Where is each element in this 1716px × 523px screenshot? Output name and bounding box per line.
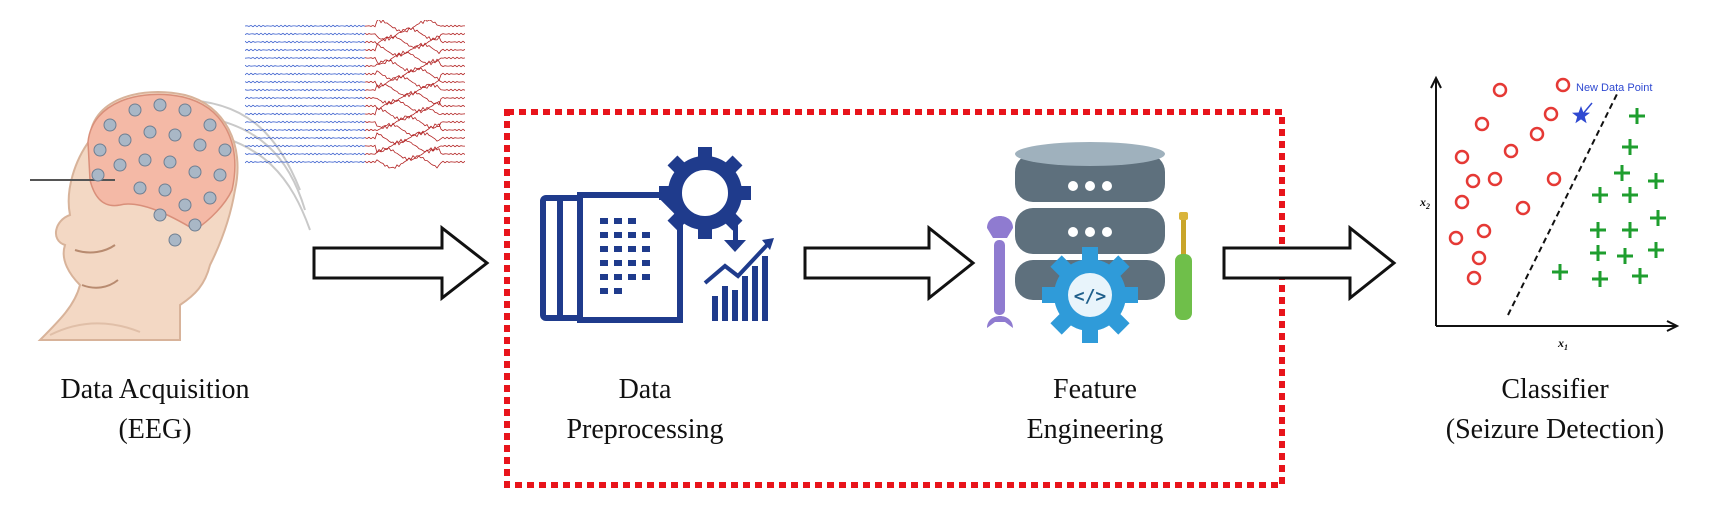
- class-a-marker: [1543, 106, 1559, 122]
- class-b-marker: [1629, 108, 1645, 124]
- class-b-marker: [1614, 165, 1630, 181]
- electrode-dots: [91, 98, 232, 247]
- class-a-marker: [1529, 126, 1545, 142]
- y-axis-label: x2: [1419, 195, 1430, 211]
- eeg-trace: [365, 122, 465, 138]
- eeg-trace: [245, 32, 365, 36]
- arrow-acquisition-to-preprocessing: [312, 224, 490, 302]
- eeg-trace: [365, 74, 465, 89]
- stage-label-line1: Data: [618, 374, 672, 405]
- eeg-trace: [245, 144, 365, 148]
- feature-engineering-icon: </>: [987, 142, 1192, 343]
- eeg-trace: [245, 104, 365, 108]
- x-axis-label: x1: [1557, 336, 1568, 352]
- eeg-trace: [245, 112, 365, 116]
- decision-boundary: [1507, 91, 1619, 316]
- class-b-marker: [1590, 245, 1606, 261]
- stage-label-line1: Classifier: [1501, 374, 1609, 405]
- eeg-trace: [365, 34, 465, 50]
- eeg-trace: [245, 80, 365, 84]
- class-b-marker: [1622, 222, 1638, 238]
- stage-label-acquisition: Data Acquisition (EEG): [20, 370, 290, 450]
- eeg-trace: [245, 64, 365, 68]
- class-b-marker: [1632, 268, 1648, 284]
- eeg-trace: [365, 130, 465, 146]
- arrow-feature-to-classifier: [1222, 224, 1397, 302]
- classifier-scatter-plot: New Data Point x1 x2: [1419, 75, 1680, 352]
- stage-label-line2: Engineering: [1026, 414, 1164, 445]
- eeg-trace: [245, 88, 365, 92]
- stage-label-line2: (Seizure Detection): [1445, 414, 1665, 445]
- stage-label-classifier: Classifier (Seizure Detection): [1410, 370, 1700, 450]
- class-b-marker: [1592, 187, 1608, 203]
- eeg-trace: [365, 106, 465, 121]
- stage-label-preprocessing: Data Preprocessing: [520, 370, 770, 450]
- database-icon: [1015, 142, 1165, 300]
- class-a-marker: [1466, 270, 1482, 286]
- stage-label-line2: (EEG): [118, 414, 192, 445]
- class-a-marker: [1487, 171, 1503, 187]
- new-data-point-label: New Data Point: [1576, 82, 1652, 94]
- data-preprocessing-icon: [540, 147, 774, 323]
- class-a-marker: [1555, 77, 1571, 93]
- stage-label-line1: Feature: [1053, 374, 1137, 405]
- new-data-point-star: [1572, 106, 1590, 124]
- class-b-marker: [1648, 173, 1664, 189]
- eeg-trace: [365, 58, 465, 74]
- eeg-trace: [365, 146, 465, 162]
- eeg-trace: [365, 20, 465, 33]
- eeg-trace: [365, 115, 465, 130]
- eeg-trace: [245, 152, 365, 156]
- eeg-trace: [245, 56, 365, 60]
- screwdriver-icon: [1175, 212, 1192, 320]
- class-b-marker: [1622, 187, 1638, 203]
- eeg-trace: [245, 128, 365, 132]
- eeg-trace: [365, 27, 465, 42]
- eeg-trace: [365, 42, 465, 58]
- class-a-marker: [1471, 250, 1487, 266]
- stage-label-feature: Feature Engineering: [980, 370, 1210, 450]
- class-b-marker: [1592, 271, 1608, 287]
- class-a-marker: [1476, 223, 1492, 239]
- eeg-trace: [245, 48, 365, 52]
- class-b-marker: [1648, 242, 1664, 258]
- eeg-signals: [245, 20, 465, 169]
- class-a-marker: [1546, 171, 1562, 187]
- arrow-preprocessing-to-feature: [803, 224, 976, 302]
- eeg-trace: [365, 82, 465, 98]
- class-a-marker: [1474, 116, 1490, 132]
- stage-label-line2: Preprocessing: [566, 414, 724, 445]
- wrench-icon: [987, 216, 1013, 328]
- eeg-trace: [245, 24, 365, 28]
- class-b-marker: [1552, 264, 1568, 280]
- eeg-trace: [365, 90, 465, 106]
- eeg-trace: [365, 67, 465, 82]
- eeg-trace: [365, 138, 465, 154]
- class-a-marker: [1503, 143, 1519, 159]
- class-b-marker: [1617, 248, 1633, 264]
- class-b-marker: [1622, 139, 1638, 155]
- class-a-marker: [1492, 82, 1508, 98]
- eeg-trace: [365, 155, 465, 169]
- code-gear-icon: </>: [1042, 247, 1138, 343]
- eeg-head-illustration: [30, 91, 311, 341]
- class-b-marker: [1590, 222, 1606, 238]
- class-a-marker: [1454, 149, 1470, 165]
- eeg-trace: [245, 136, 365, 140]
- eeg-trace: [245, 40, 365, 44]
- eeg-trace: [245, 72, 365, 76]
- eeg-trace: [245, 160, 365, 164]
- eeg-trace: [245, 96, 365, 100]
- plot-axes: [1430, 75, 1680, 332]
- class-b-marker: [1650, 210, 1666, 226]
- class-a-marker: [1515, 200, 1531, 216]
- class-a-marker: [1465, 173, 1481, 189]
- stage-label-line1: Data Acquisition: [60, 374, 250, 405]
- class-a-marker: [1448, 230, 1464, 246]
- class-a-marker: [1454, 194, 1470, 210]
- eeg-trace: [245, 120, 365, 124]
- svg-text:</>: </>: [1074, 286, 1107, 307]
